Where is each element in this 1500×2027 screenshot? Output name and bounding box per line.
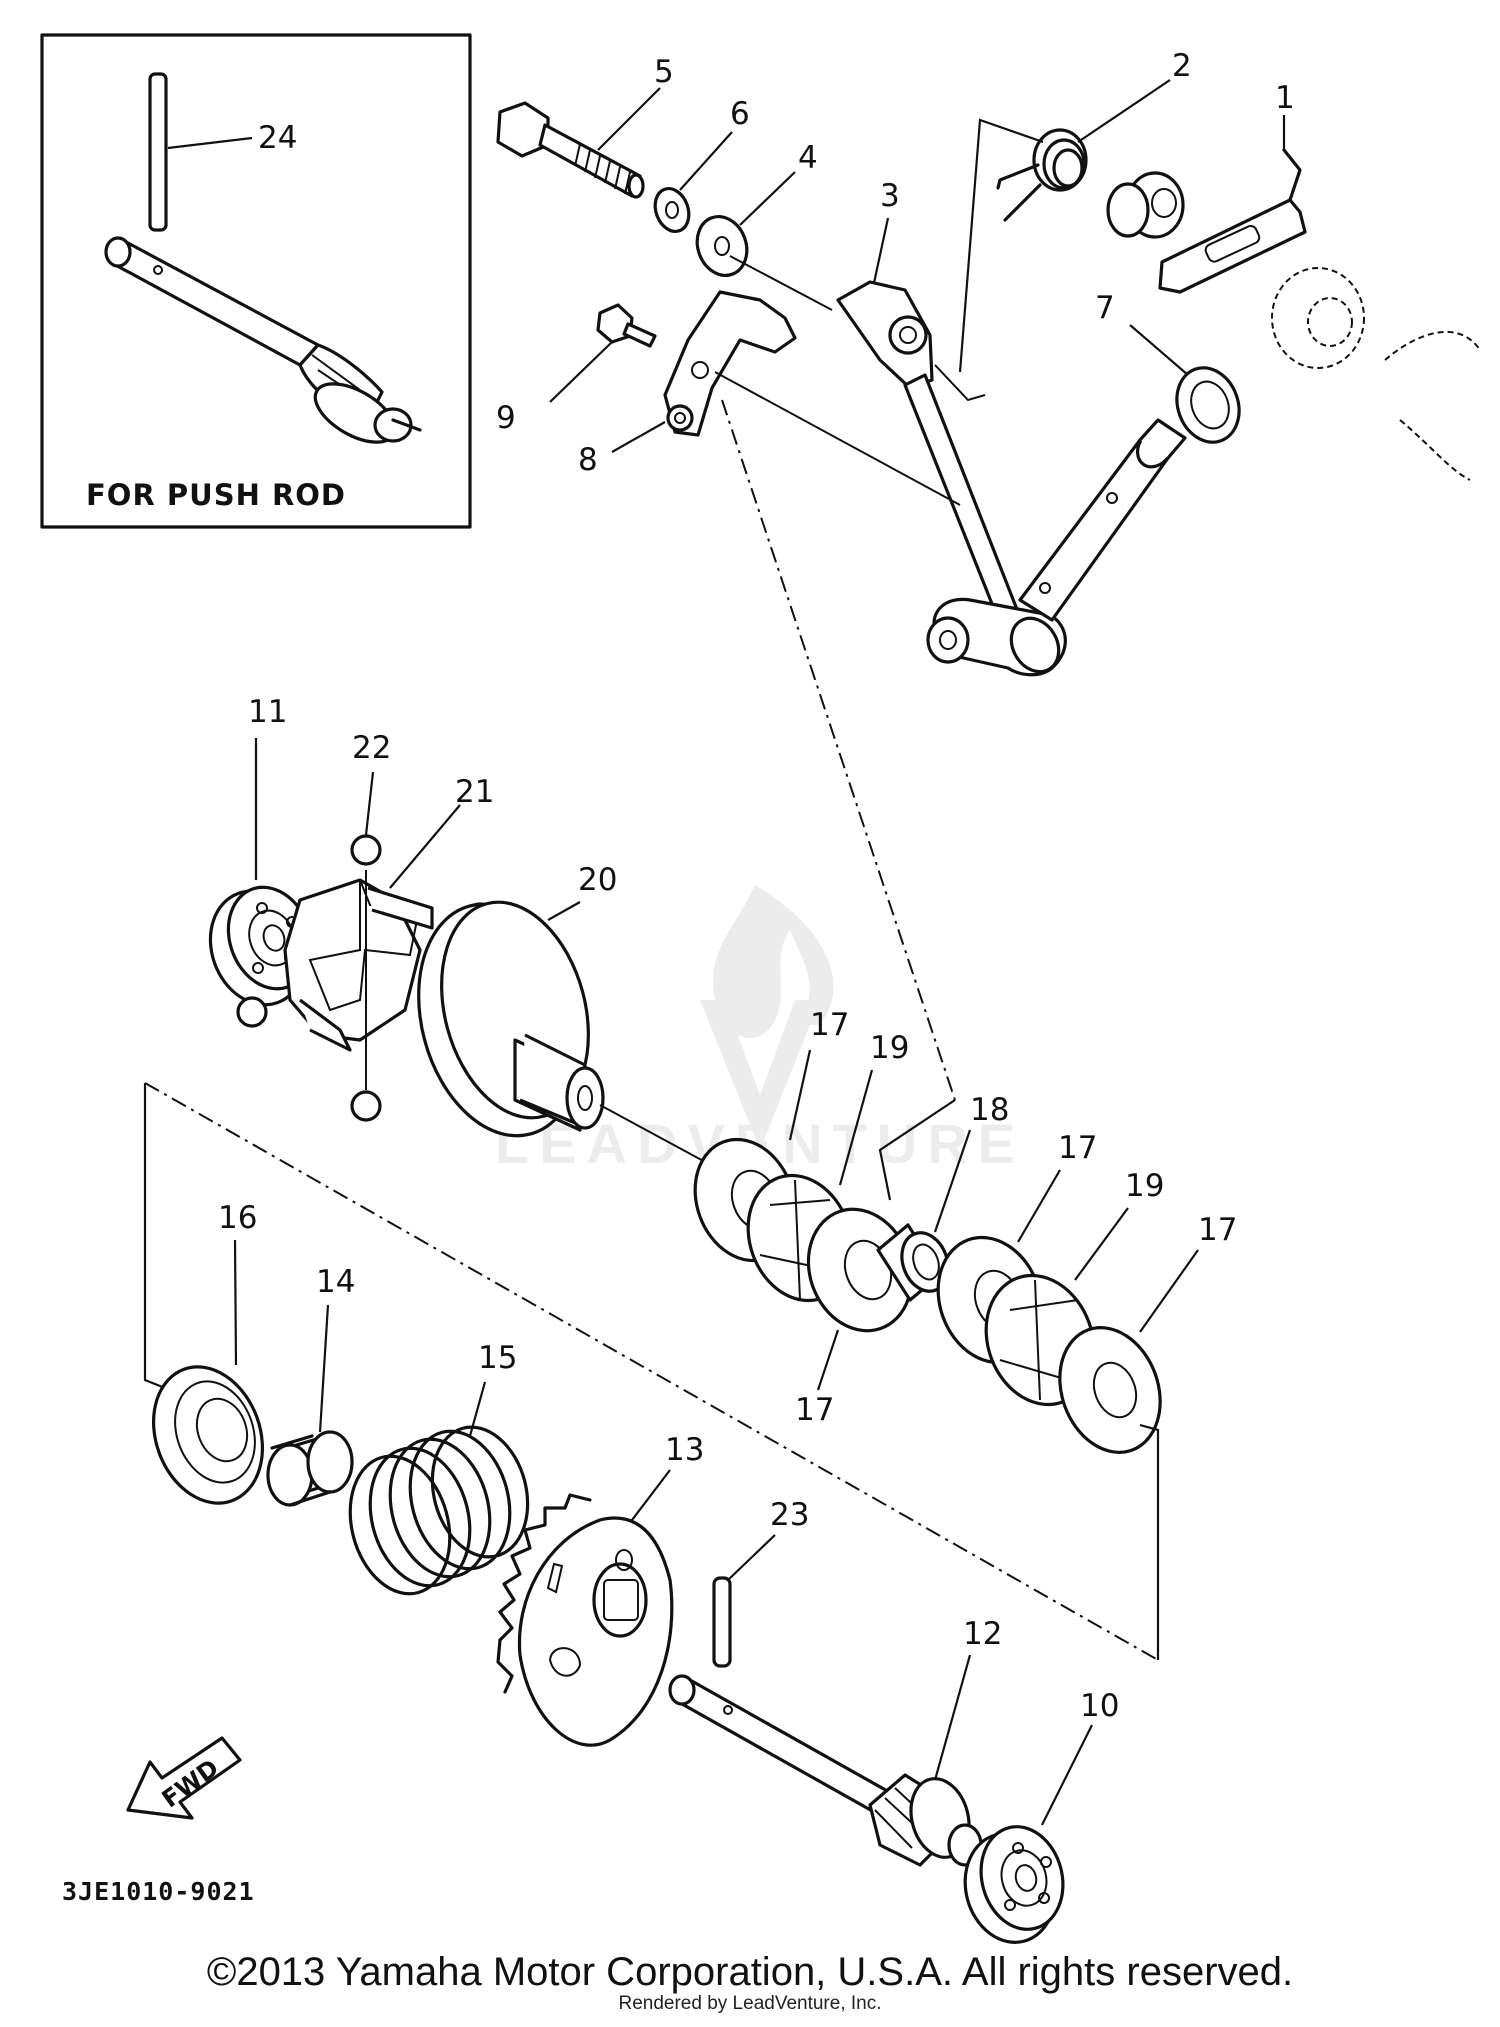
callout-14: 14 [316,1264,355,1300]
copyright-notice: ©2013 Yamaha Motor Corporation, U.S.A. A… [206,1950,1294,1994]
flame-v-logo-icon [700,885,834,1150]
callout-8: 8 [578,442,598,478]
callout-7: 7 [1095,290,1115,326]
callout-10: 10 [1080,1688,1119,1724]
case-bearing-ghost [1271,267,1481,481]
push-rod-inset: 24 FOR PUSH ROD [40,33,472,529]
callout-19b: 19 [1125,1168,1164,1204]
callout-23: 23 [770,1497,809,1533]
part-20-kick-gear [417,900,605,1138]
leader-24 [167,136,253,150]
fwd-arrow-icon: FWD [126,1736,242,1820]
part-9-bolt [596,303,657,348]
part-13-pinion-gear [496,1493,674,1747]
callout-13: 13 [665,1432,704,1468]
callout-11: 11 [248,694,287,730]
assembly-frame-right [1139,1423,1160,1660]
drawing-number: 3JE1010-9021 [62,1877,255,1906]
callout-21: 21 [455,774,494,810]
part-7-oil-seal [1175,366,1241,444]
callout-5: 5 [654,54,674,90]
callout-4: 4 [798,140,818,176]
kick-shaft [1018,418,1187,622]
part-12-kick-axle [668,1674,983,1867]
callout-19a: 19 [870,1030,909,1066]
inset-label: FOR PUSH ROD [86,478,346,512]
part-5-bolt [496,101,645,199]
part-6-spring-washer [653,187,691,233]
inset-frame [40,33,472,529]
callout-22: 22 [352,730,391,766]
part-14-collar [266,1430,354,1507]
callout-20: 20 [578,862,617,898]
callout-12: 12 [963,1616,1002,1652]
inset-push-rod [104,236,422,444]
callout-2: 2 [1172,48,1192,84]
callout-3: 3 [880,178,900,214]
part-17-washer-d [1058,1326,1162,1454]
callout-15: 15 [478,1340,517,1376]
callout-18: 18 [970,1092,1009,1128]
callout-9: 9 [496,400,516,436]
part-2-torsion-spring [996,128,1088,222]
rendered-by-credit: Rendered by LeadVenture, Inc. [618,1993,882,2014]
part-8-ratchet-guide [663,290,797,437]
callout-17b: 17 [795,1392,834,1428]
callout-17d: 17 [1198,1212,1237,1248]
part-16-oil-seal [151,1365,265,1505]
spring-guide [1106,171,1185,239]
part-4-plain-washer [695,215,749,277]
callout-6: 6 [730,96,750,132]
part-21-ratchet [283,878,434,1052]
callout-16: 16 [218,1200,257,1236]
assembly-frame-diagonal [144,1082,1159,1661]
inset-pin [148,72,168,232]
callout-24: 24 [258,120,297,156]
part-10-bearing [963,1825,1065,1944]
callout-17c: 17 [1058,1130,1097,1166]
callout-17a: 17 [810,1007,849,1043]
part-15-spring [348,1425,530,1596]
assembly-frame-left [143,1083,176,1394]
bracket-lever-spring [958,118,1044,373]
callout-1: 1 [1275,80,1295,116]
part-1-stopper-plate [1158,148,1307,294]
part-3-kick-lever [836,280,1067,677]
part-23-pin [712,1576,732,1668]
